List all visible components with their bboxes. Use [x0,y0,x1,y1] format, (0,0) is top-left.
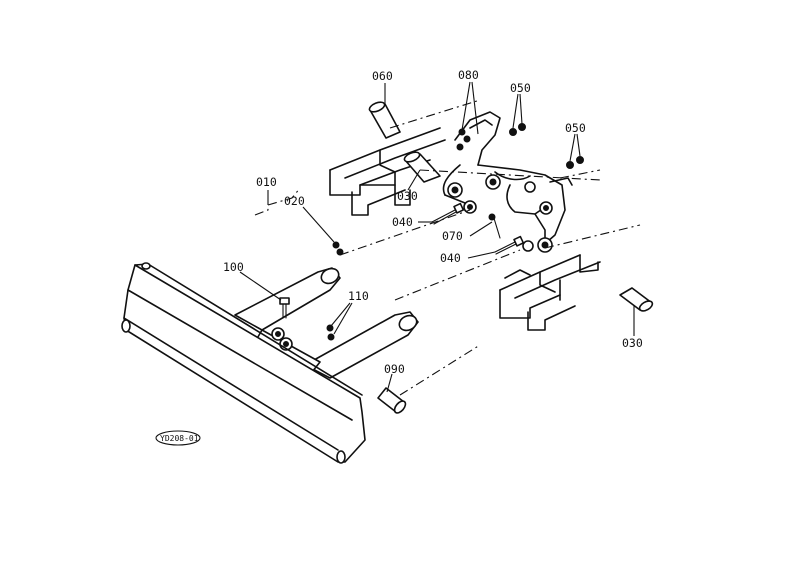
bolt-040-lower [494,235,525,255]
pin-030-lower [619,287,654,312]
callout-050-upper: 050 [510,81,531,95]
callout-030-upper: 030 [397,189,418,203]
nuts-050-right [566,156,584,169]
pin-060 [368,101,401,139]
upper-frame-bracket [329,127,446,216]
callout-labels: 060 080 050 050 030 040 070 040 010 020 … [223,68,643,376]
callout-020: 020 [284,194,305,208]
lower-frame-bracket [499,254,601,331]
callout-110: 110 [348,289,369,303]
bolt-020 [332,241,344,256]
pin-030-upper [403,151,441,183]
nuts-050-upper [509,123,526,136]
bolt-040-upper [431,202,465,225]
callout-070: 070 [442,229,463,243]
drawing-stamp: YD208-01 [155,430,201,446]
callout-100: 100 [223,260,244,274]
centerlines [339,99,641,396]
dozer-arm-right [304,311,419,379]
dozer-blade [121,262,366,464]
bolts-080 [456,128,471,151]
leader-lines [239,81,635,393]
pin-090 [377,387,407,414]
callout-030-lower: 030 [622,336,643,350]
drawing-number: YD208-01 [160,434,199,443]
bolt-070 [488,213,501,239]
bolt-100 [279,297,290,319]
callout-060: 060 [372,69,393,83]
callout-090: 090 [384,362,405,376]
callout-040-upper: 040 [392,215,413,229]
callout-010: 010 [256,175,277,189]
callout-080: 080 [458,68,479,82]
nuts-110 [326,324,335,341]
callout-050-right: 050 [565,121,586,135]
callout-040-lower: 040 [440,251,461,265]
